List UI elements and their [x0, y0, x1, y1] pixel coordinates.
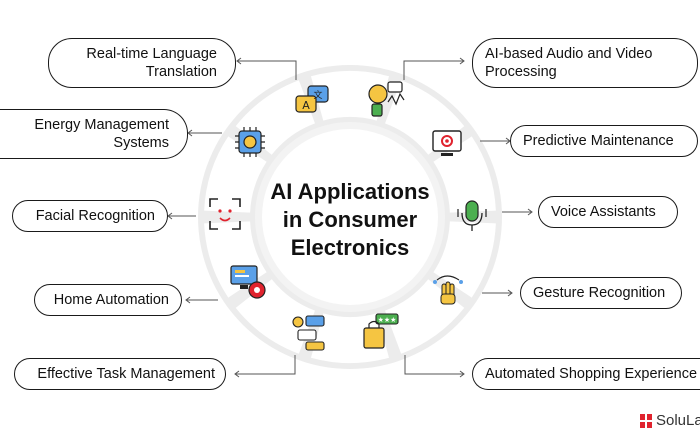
center-title-line: Electronics	[290, 235, 410, 260]
label-line: Systems	[113, 135, 169, 151]
label-gesture-recognition: Gesture Recognition	[520, 277, 682, 309]
center-title-line: AI Applications	[270, 179, 430, 204]
brand-logo: SoluLab	[640, 412, 700, 429]
connector-arrow	[236, 57, 242, 65]
label-text: Facial Recognition	[35, 208, 155, 224]
audio-video-processing-icon	[368, 81, 405, 117]
center-title-line: in Consumer	[282, 207, 418, 232]
label-task-management: Effective Task Management	[14, 358, 226, 390]
label-text: Effective Task Management	[37, 366, 215, 382]
label-line: Energy Management	[34, 117, 169, 133]
brand-name: SoluLab	[656, 412, 700, 429]
label-text: Gesture Recognition	[533, 285, 666, 301]
wheel-segment	[433, 221, 496, 298]
wheel-segment	[310, 71, 390, 121]
brand-mark-icon	[640, 413, 652, 428]
label-line: AI-based Audio and Video	[485, 46, 653, 62]
connector-audio	[403, 60, 464, 80]
center-title: AI Applications in Consumer Electronics	[250, 178, 450, 262]
svg-text:★★★: ★★★	[378, 316, 397, 324]
label-text: Voice Assistants	[551, 204, 656, 220]
label-voice-assistants: Voice Assistants	[538, 196, 678, 228]
label-home-automation: Home Automation	[34, 284, 182, 316]
connector-translation	[237, 60, 297, 80]
label-line: Real-time Language	[86, 46, 217, 62]
computer-gear-icon	[230, 265, 266, 299]
energy-chip-icon	[235, 127, 265, 157]
label-predictive-maintenance: Predictive Maintenance	[510, 125, 698, 157]
label-line: Processing	[485, 64, 557, 80]
label-text: Home Automation	[53, 292, 169, 308]
translate-icon: A 文	[295, 85, 329, 113]
monitor-gear-icon	[432, 130, 462, 156]
shopping-bag-icon: ★★★	[363, 313, 399, 349]
task-cards-icon	[292, 315, 325, 351]
connector-shopping	[404, 355, 464, 375]
label-facial-recognition: Facial Recognition	[12, 200, 168, 232]
label-text: Automated Shopping Experience	[485, 366, 698, 382]
face-scan-icon	[209, 198, 241, 230]
hand-gesture-icon	[433, 275, 463, 305]
connector-task	[235, 355, 296, 375]
svg-text:文: 文	[313, 89, 322, 101]
label-automated-shopping: Automated Shopping Experience	[472, 358, 700, 390]
microphone-icon	[457, 200, 487, 231]
label-text: Predictive Maintenance	[523, 133, 674, 149]
label-line: Translation	[145, 64, 217, 80]
center-inner	[262, 129, 438, 305]
wheel-segment	[204, 136, 267, 213]
svg-text:A: A	[302, 99, 310, 112]
